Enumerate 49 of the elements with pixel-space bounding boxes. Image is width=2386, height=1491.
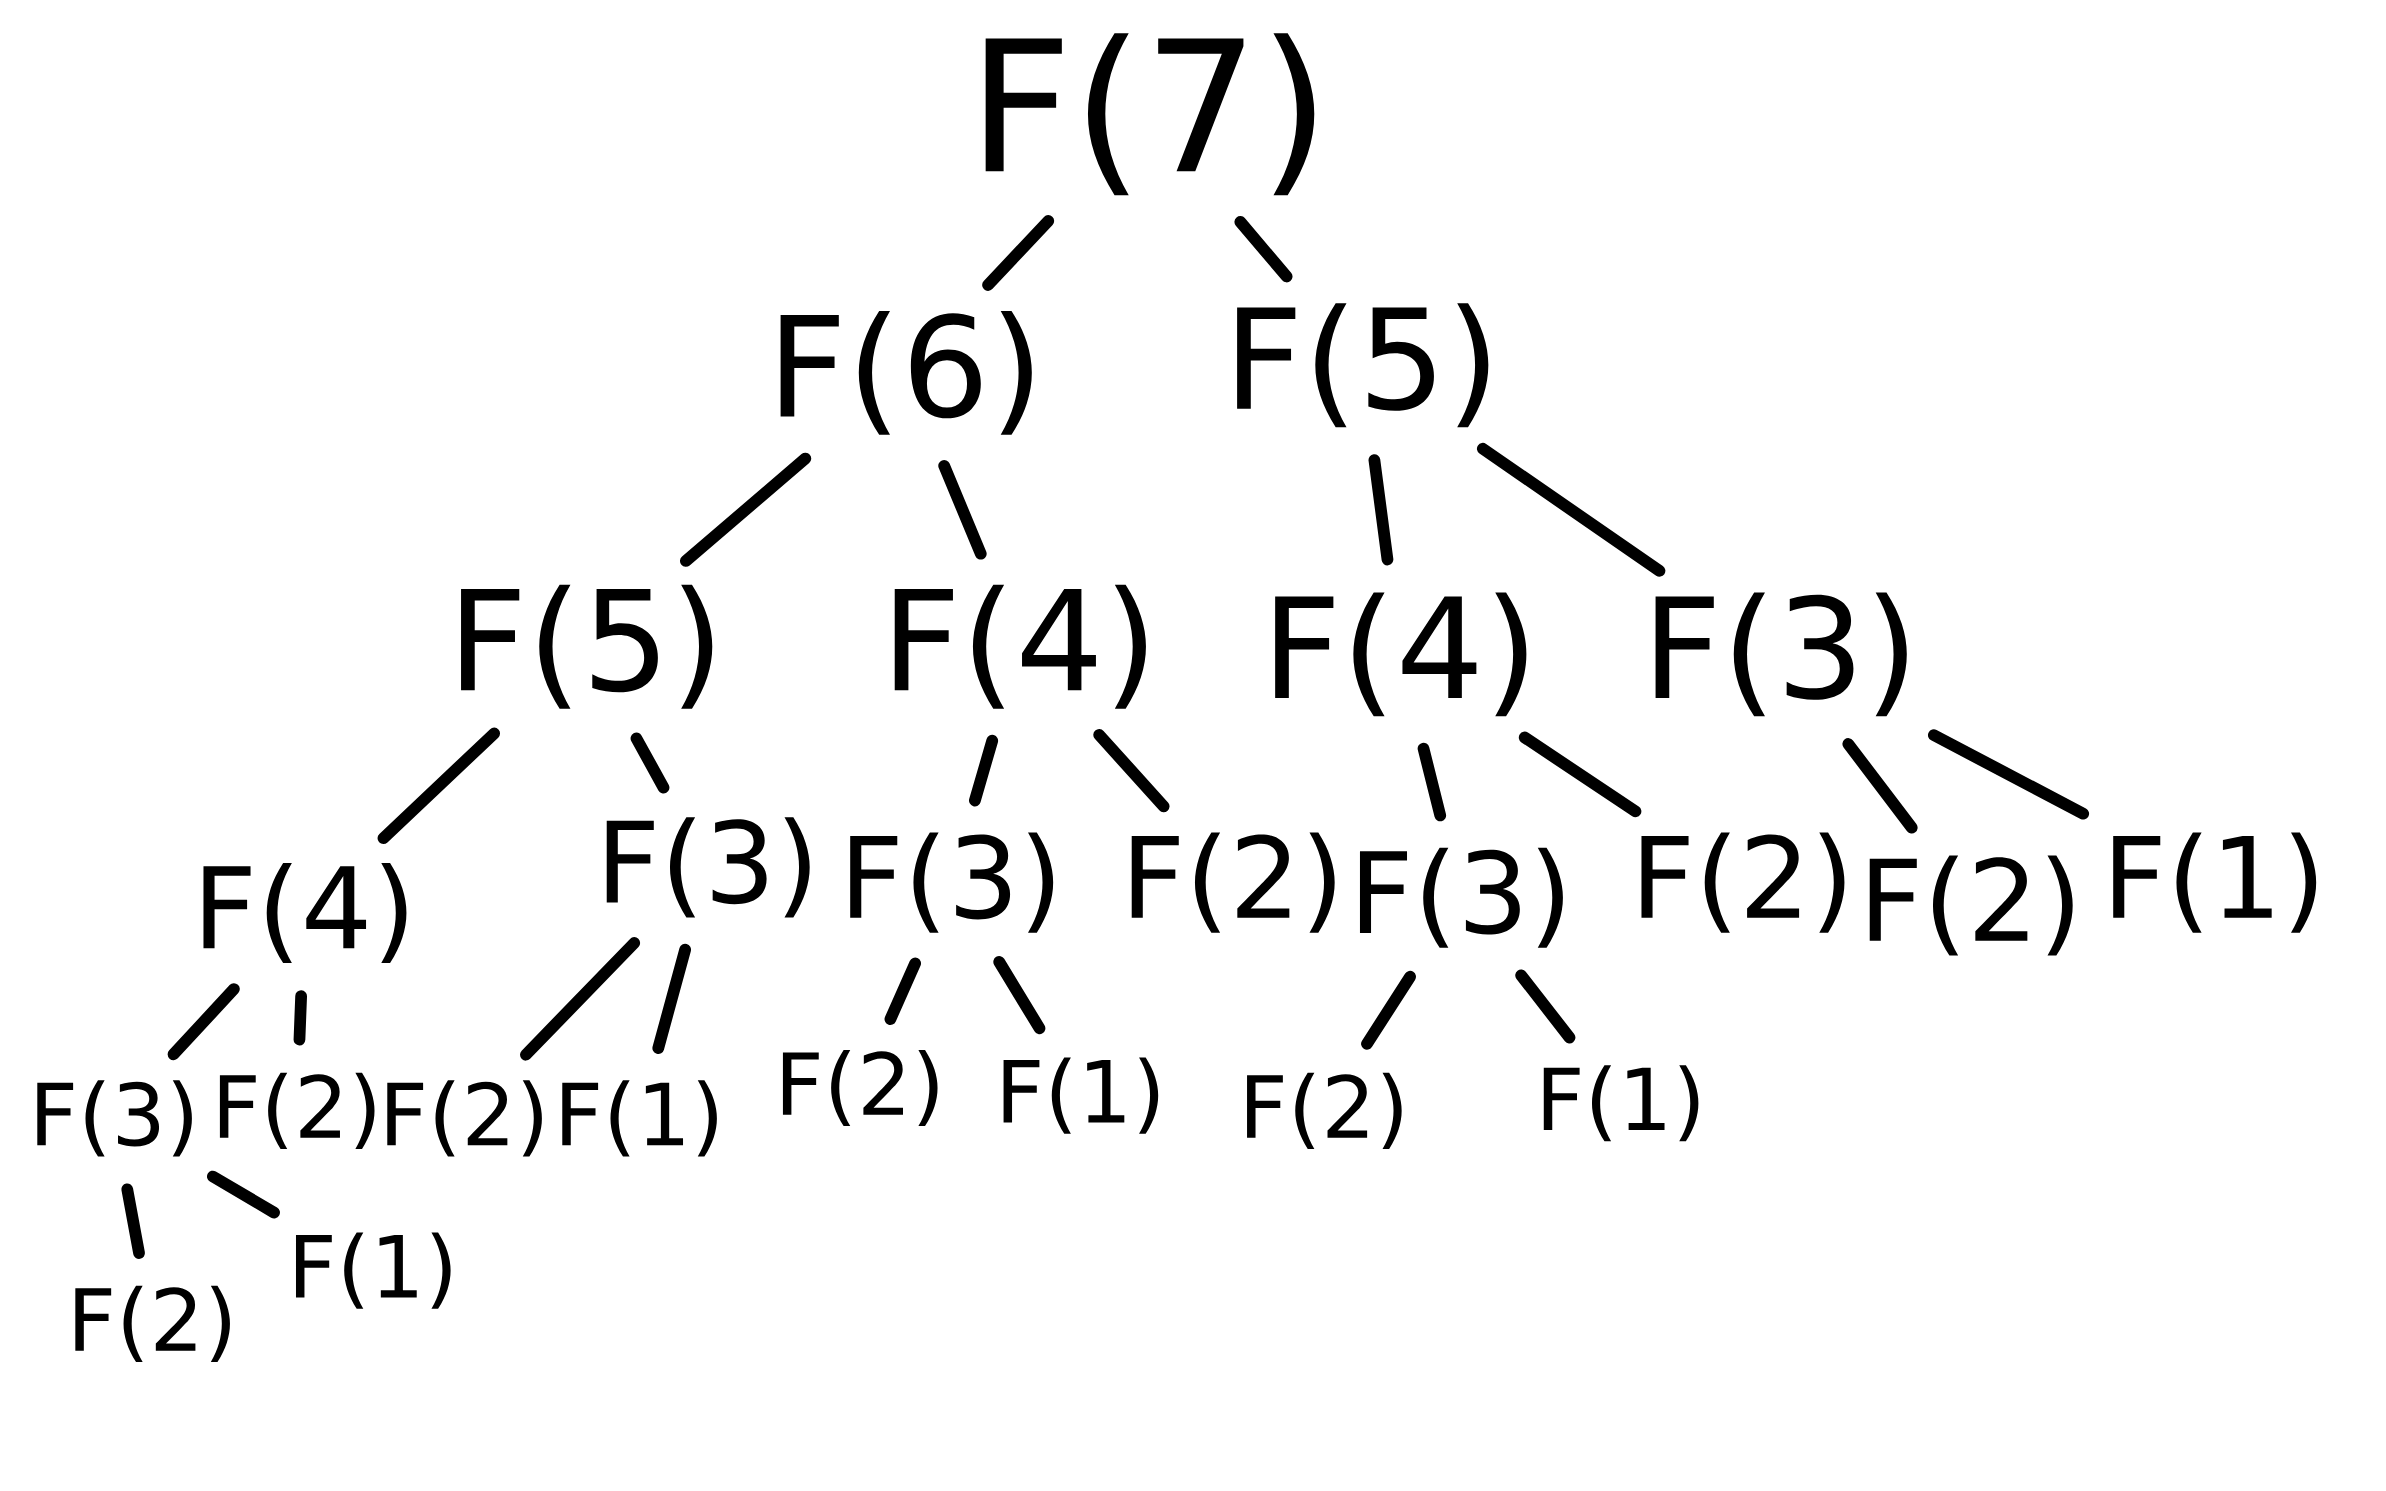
tree-line: [1515, 969, 1576, 1044]
tree-line: [884, 957, 921, 1025]
node-label: F(2): [782, 1049, 938, 1126]
node-label: F(2): [1641, 832, 1845, 933]
node-label: F(2): [1247, 1072, 1402, 1149]
tree-line: [982, 215, 1055, 291]
tree-line: [630, 732, 670, 794]
tree-line: [1518, 731, 1642, 818]
node-label: F(6): [780, 310, 1032, 435]
node-label: F(5): [1237, 303, 1489, 428]
node-label: F(2): [387, 1080, 542, 1157]
node-label: F(3): [1359, 847, 1563, 948]
node-label: F(2): [1131, 832, 1335, 933]
node-label: F(3): [37, 1080, 192, 1157]
node-label: F(3): [1655, 592, 1907, 717]
tree-line: [1927, 729, 2090, 820]
node-label: F(5): [461, 584, 713, 709]
tree-line: [520, 937, 641, 1061]
tree-line: [206, 1170, 280, 1219]
node-label: F(3): [850, 832, 1054, 933]
tree-line: [652, 943, 692, 1054]
node-label: F(4): [203, 862, 407, 963]
tree-line: [377, 727, 501, 844]
tree-line: [938, 459, 987, 560]
tree-line: [1417, 742, 1447, 822]
tree-line: [167, 983, 240, 1061]
tree-line: [969, 734, 999, 807]
tree-line: [1368, 454, 1394, 566]
tree-line: [1234, 215, 1293, 283]
node-label: F(2): [219, 1072, 375, 1149]
tree-line: [679, 452, 812, 567]
node-label: F(4): [1275, 592, 1527, 717]
tree-line: [293, 990, 308, 1046]
node-label: F(2): [75, 1285, 230, 1362]
node-label: F(1): [296, 1232, 451, 1309]
tree-line: [993, 955, 1046, 1034]
node-label: F(1): [1543, 1065, 1699, 1142]
node-label: F(2): [1869, 855, 2073, 956]
tree-line: [1476, 442, 1666, 577]
tree-line: [1093, 728, 1170, 813]
node-label: F(1): [2113, 832, 2317, 933]
tree-line: [1842, 737, 1918, 834]
node-label: F(4): [894, 584, 1146, 709]
node-label: F(1): [1003, 1057, 1159, 1134]
tree-line: [1361, 970, 1416, 1050]
node-label: F(1): [562, 1080, 717, 1157]
node-label: F(3): [606, 817, 810, 918]
tree-line: [121, 1183, 145, 1259]
node-label: F(7): [985, 33, 1315, 195]
